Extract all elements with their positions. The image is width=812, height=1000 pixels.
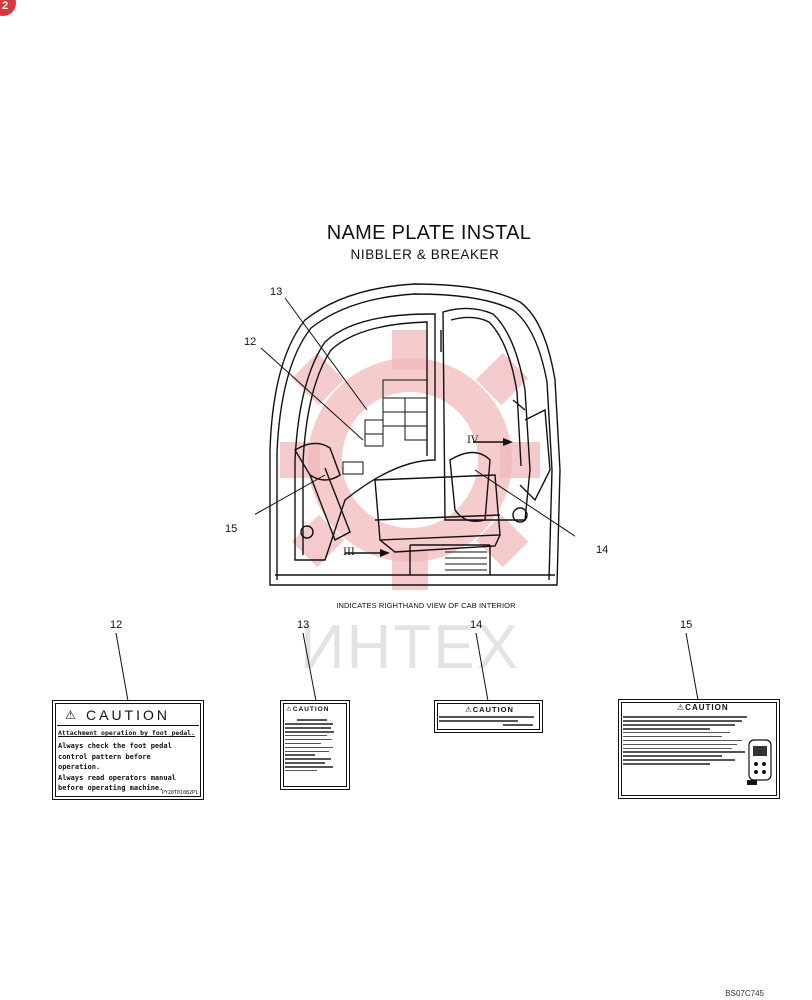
warning-triangle-icon: ⚠ bbox=[286, 706, 293, 713]
cab-callout-13: 13 bbox=[270, 286, 283, 298]
label-13-fine-print bbox=[285, 717, 345, 774]
caution-label-13: ⚠CAUTION bbox=[280, 700, 350, 790]
label-12-line: Always read operators manual bbox=[58, 773, 177, 782]
label-12-part-number: PY20T01082P1 bbox=[161, 790, 198, 796]
label-12-line: before operating machine. bbox=[58, 784, 164, 792]
cab-view-caption: INDICATES RIGHTHAND VIEW OF CAB INTERIOR bbox=[336, 601, 516, 610]
caution-label-15: ⚠CAUTION bbox=[618, 699, 780, 799]
label-12-subtitle: Attachment operation by foot pedal. bbox=[58, 729, 195, 737]
label-number-12: 12 bbox=[110, 619, 123, 631]
label-12-caution: CAUTION bbox=[86, 707, 170, 723]
cab-callout-14: 14 bbox=[596, 544, 609, 556]
label-number-14: 14 bbox=[470, 619, 483, 631]
label-15-caution: CAUTION bbox=[685, 703, 729, 712]
label-13-border bbox=[283, 703, 347, 787]
label-number-15: 15 bbox=[680, 619, 693, 631]
warning-triangle-icon: ⚠ bbox=[65, 708, 76, 722]
label-14-border bbox=[437, 703, 540, 730]
warning-triangle-icon: ⚠ bbox=[465, 705, 473, 714]
label-12-line: Always check the foot pedal bbox=[58, 742, 172, 750]
page-subtitle: NIBBLER & BREAKER bbox=[350, 247, 500, 262]
label-13-caution: CAUTION bbox=[292, 706, 330, 713]
label-15-border bbox=[621, 702, 777, 796]
cab-interior-drawing bbox=[255, 283, 575, 586]
label-13-header: ⚠CAUTION bbox=[286, 705, 329, 713]
watermark-text: ИНТЕХ bbox=[300, 613, 520, 682]
label-14-caution: CAUTION bbox=[472, 705, 514, 714]
label-12-body: Always check the foot pedal control patt… bbox=[58, 741, 198, 794]
badge-text: 2 bbox=[2, 0, 9, 12]
corner-badge: 2 bbox=[0, 0, 16, 16]
label-12-line: control pattern before bbox=[58, 752, 151, 761]
label-12-border bbox=[55, 703, 201, 797]
label-15-header: ⚠CAUTION bbox=[677, 703, 729, 712]
label-14-header: ⚠CAUTION bbox=[465, 705, 514, 714]
label-12-line: operation. bbox=[58, 763, 101, 771]
label-12-header: ⚠ CAUTION bbox=[57, 705, 199, 726]
page-title: NAME PLATE INSTAL bbox=[326, 222, 532, 244]
cab-mark-iii: III bbox=[343, 547, 355, 558]
cab-mark-iv: IV bbox=[467, 435, 479, 446]
cab-callout-12: 12 bbox=[244, 336, 257, 348]
caution-label-12: ⚠ CAUTION Attachment operation by foot p… bbox=[52, 700, 204, 800]
monitor-display-icon bbox=[747, 739, 772, 785]
drawing-code: BS07C745 bbox=[725, 989, 764, 998]
caution-label-14: ⚠CAUTION bbox=[434, 700, 543, 733]
cab-callout-15: 15 bbox=[225, 523, 238, 535]
warning-triangle-icon: ⚠ bbox=[677, 703, 686, 712]
label-15-fine-print bbox=[623, 714, 747, 767]
label-number-13: 13 bbox=[297, 619, 310, 631]
label-14-fine-print bbox=[439, 714, 538, 728]
